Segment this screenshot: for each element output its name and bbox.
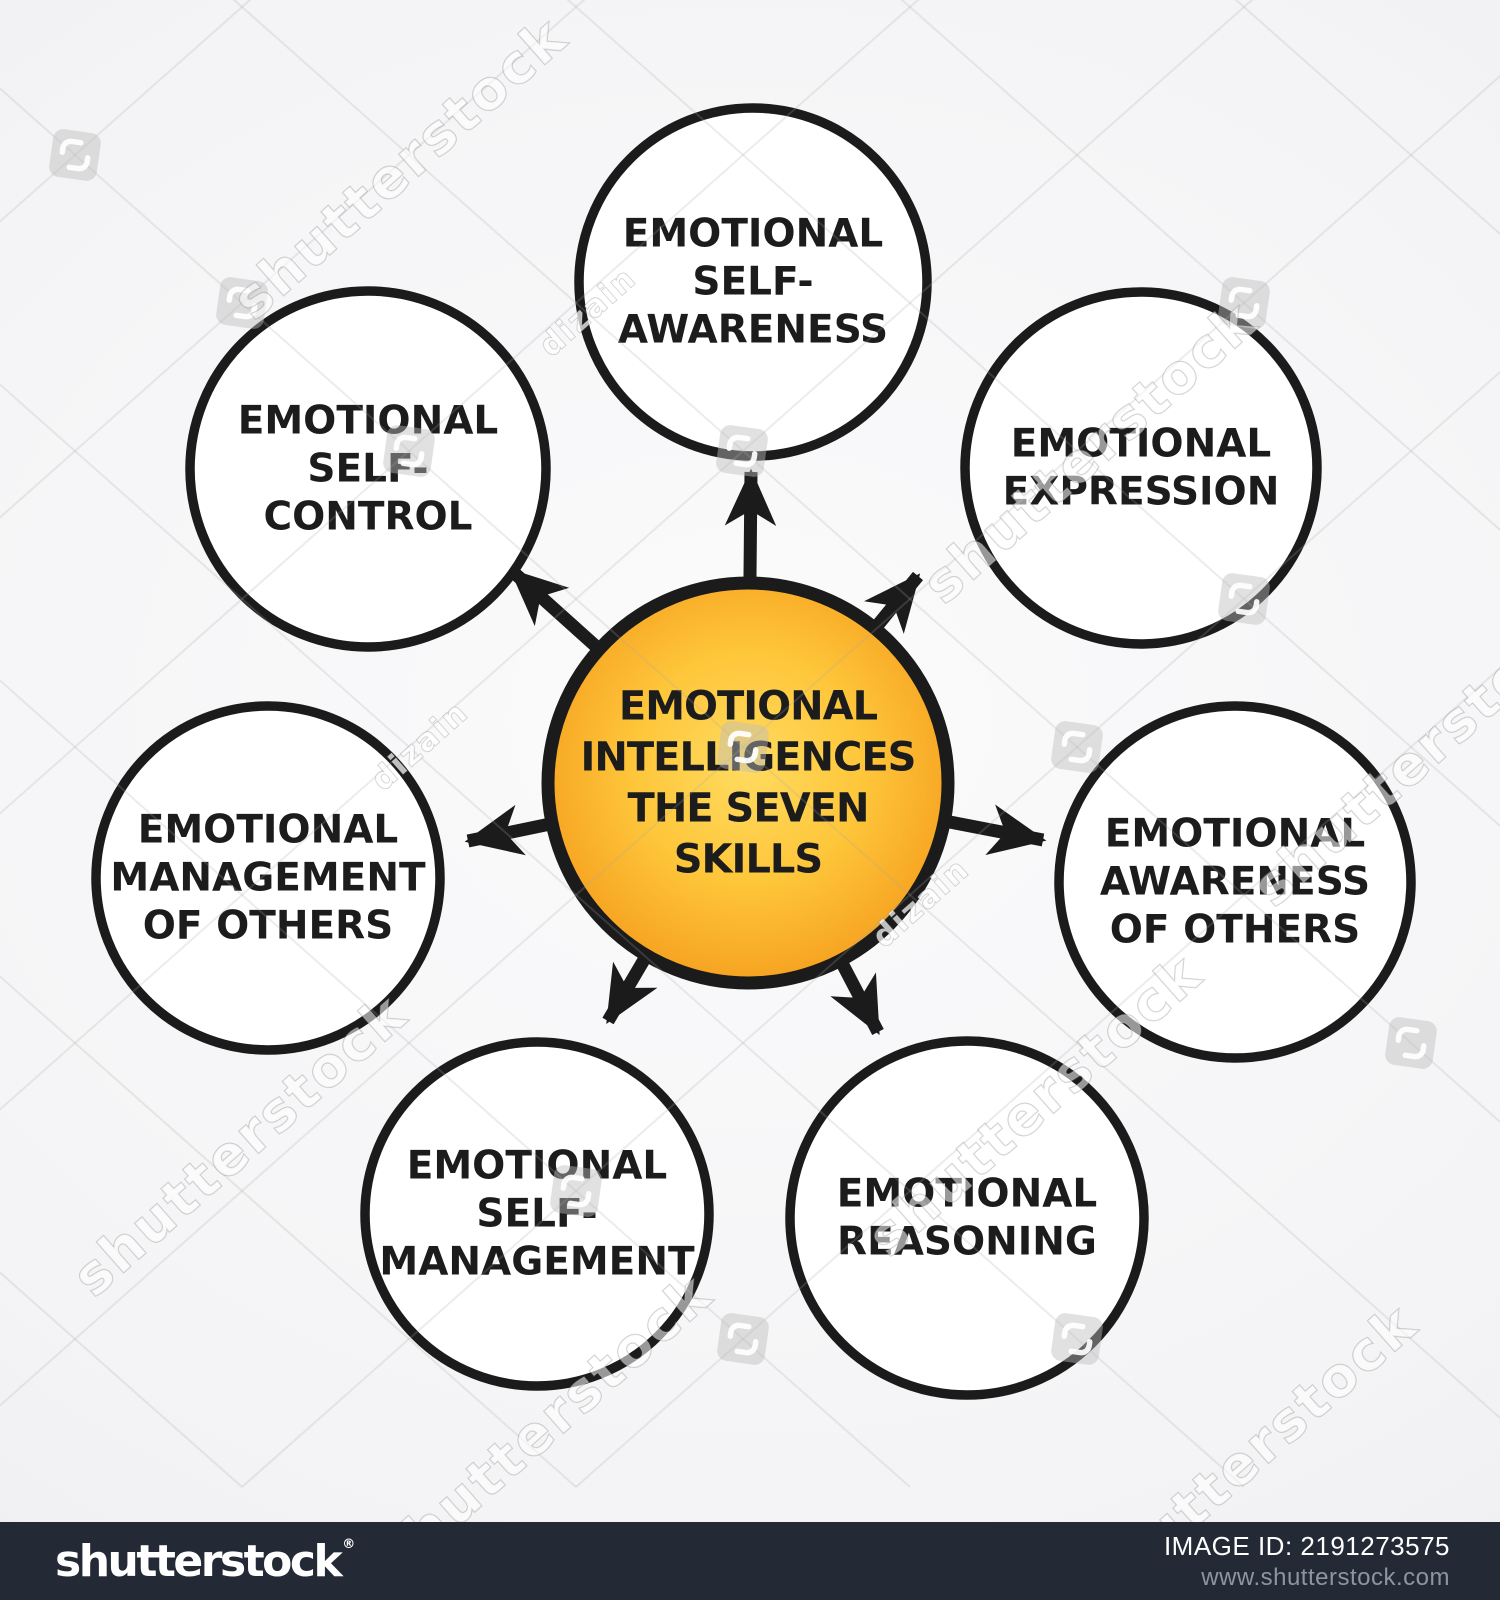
center-circle xyxy=(541,576,955,990)
shutterstock-logo: shutterstock® xyxy=(55,1538,355,1584)
emotional-intelligences-the-seven-skills-label-line: EMOTIONAL xyxy=(619,684,878,730)
node-circle-emotional-management-of-others xyxy=(91,701,445,1055)
node-emotional-intelligences-the-seven-skills: EMOTIONAL INTELLIGENCES THE SEVEN SKILLS xyxy=(541,576,955,990)
emotional-management-of-others-label-line: EMOTIONAL xyxy=(138,808,399,853)
footer-meta: IMAGE ID: 2191273575 www.shutterstock.co… xyxy=(1164,1533,1450,1590)
emotional-self-control-label-line: SELF- xyxy=(307,447,428,492)
emotional-self-awareness-label-line: EMOTIONAL xyxy=(623,212,884,257)
emotional-self-management-label-line: SELF- xyxy=(476,1192,597,1237)
node-circle-emotional-expression xyxy=(960,287,1322,649)
emotional-awareness-of-others-label-line: OF OTHERS xyxy=(1110,908,1361,953)
emotional-reasoning-label-line: EMOTIONAL xyxy=(837,1172,1098,1217)
emotional-intelligences-the-seven-skills-label-line: SKILLS xyxy=(674,837,822,883)
emotional-expression-label-line: EMOTIONAL xyxy=(1011,422,1272,467)
image-id-text: IMAGE ID: 2191273575 xyxy=(1163,1530,1450,1561)
emotional-awareness-of-others-label-line: AWARENESS xyxy=(1100,860,1370,905)
emotional-awareness-of-others-label-line: EMOTIONAL xyxy=(1105,812,1366,857)
emotional-self-awareness-label-line: AWARENESS xyxy=(618,308,888,353)
emotional-reasoning-label-line: REASONING xyxy=(837,1220,1097,1265)
emotional-self-control-label-line: CONTROL xyxy=(263,495,472,540)
emotional-self-management-label-line: EMOTIONAL xyxy=(407,1144,668,1189)
shutterstock-logo-text: shutterstock xyxy=(55,1536,343,1587)
node-circle-emotional-reasoning xyxy=(785,1036,1149,1400)
node-circle-emotional-self-management xyxy=(360,1037,714,1391)
emotional-management-of-others-label-line: OF OTHERS xyxy=(143,904,394,949)
node-circle-emotional-awareness-of-others xyxy=(1054,701,1416,1063)
emotional-self-awareness-label-line: SELF- xyxy=(692,260,813,305)
website-url-text: www.shutterstock.com xyxy=(1201,1563,1450,1591)
emotional-expression-label-line: EXPRESSION xyxy=(1003,470,1280,515)
emotional-self-control-label-line: EMOTIONAL xyxy=(238,399,499,444)
emotional-management-of-others-label-line: MANAGEMENT xyxy=(110,856,426,901)
registered-mark: ® xyxy=(342,1537,356,1552)
node-circle-emotional-self-control xyxy=(185,286,551,652)
emotional-intelligences-the-seven-skills-label-line: INTELLIGENCES xyxy=(581,735,916,781)
mind-map-diagram: EMOTIONALSELF-AWARENESSEMOTIONALEXPRESSI… xyxy=(91,103,1416,1400)
emotional-intelligences-the-seven-skills-label-line: THE SEVEN xyxy=(628,786,869,832)
emotional-self-management-label-line: MANAGEMENT xyxy=(379,1240,695,1285)
footer-bar: shutterstock® IMAGE ID: 2191273575 www.s… xyxy=(0,1522,1500,1600)
